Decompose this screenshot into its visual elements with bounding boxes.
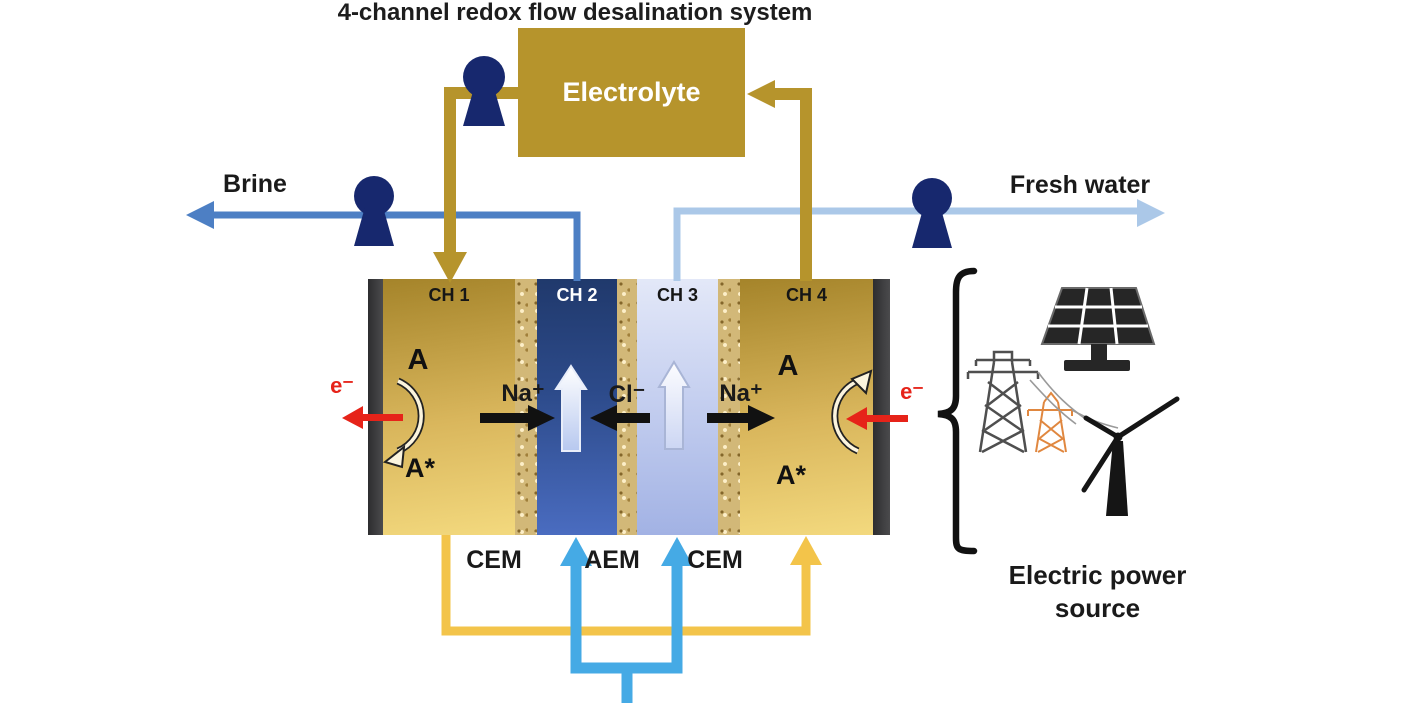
electron-arrow-right	[846, 407, 908, 430]
fresh-water-label: Fresh water	[1009, 171, 1151, 199]
membrane-cem-1	[515, 279, 537, 535]
channel-2-label: CH 2	[556, 285, 598, 305]
electric-power-source-label: Electric power source	[980, 559, 1215, 625]
channel-4-label: CH 4	[785, 285, 827, 305]
membrane-aem	[617, 279, 637, 535]
power-lines	[1029, 371, 1119, 429]
brine-label: Brine	[223, 170, 287, 198]
cl-ion-label: Cl⁻	[608, 381, 646, 408]
fresh-water-flow-line	[673, 199, 1165, 281]
channel-1-label: CH 1	[428, 285, 470, 305]
channel-4: CH 4	[740, 279, 873, 535]
feed-inlet-line	[560, 537, 693, 703]
species-a-star-ch4: A*	[775, 460, 806, 490]
electrolyte-tank: Electrolyte	[518, 28, 745, 157]
electron-label-right: e⁻	[900, 379, 924, 404]
na-ion-label-right: Na⁺	[719, 380, 763, 407]
pump-icon-fresh-water	[912, 178, 952, 248]
electrolyte-line-right	[747, 80, 812, 281]
species-a-ch1: A	[407, 344, 429, 376]
redox-cycle-arrow-left	[382, 377, 425, 469]
electrolyte-label: Electrolyte	[562, 77, 701, 107]
channel-3-label: CH 3	[656, 285, 698, 305]
channel-1: CH 1	[383, 279, 515, 535]
wind-turbine-icon	[1081, 396, 1180, 516]
na-ion-arrow-left	[480, 405, 555, 431]
pump-icon-brine	[354, 176, 394, 246]
redox-cycle-arrow-right	[831, 369, 873, 455]
membrane-label-cem-2: CEM	[687, 546, 743, 574]
pump-icon-electrolyte	[463, 56, 505, 126]
flow-cell: CH 1 CH 2 CH 3 CH 4	[368, 279, 890, 535]
na-ion-arrow-right	[707, 405, 775, 431]
power-label-line2: source	[1054, 593, 1141, 623]
membrane-cem-2	[718, 279, 740, 535]
transmission-tower-icon	[966, 350, 1040, 454]
channel-return-line	[441, 535, 822, 636]
electrode-right	[873, 279, 890, 535]
cl-ion-arrow	[590, 405, 650, 431]
na-ion-label-left: Na⁺	[501, 380, 545, 407]
ch2-upflow-arrow	[554, 364, 588, 452]
brine-flow-line	[186, 201, 581, 281]
species-a-star-ch1: A*	[404, 453, 435, 483]
power-source-brace	[937, 267, 978, 555]
membrane-label-cem-1: CEM	[466, 546, 522, 574]
power-label-line1: Electric power	[1008, 560, 1187, 590]
electron-arrow-left	[342, 406, 403, 429]
ch3-upflow-arrow	[657, 360, 691, 450]
membrane-label-aem: AEM	[584, 546, 640, 574]
electron-label-left: e⁻	[330, 373, 354, 398]
page-title: 4-channel redox flow desalination system	[337, 0, 813, 26]
solar-panel-icon	[1040, 287, 1156, 371]
species-a-ch4: A	[777, 350, 799, 382]
electrode-left	[368, 279, 383, 535]
